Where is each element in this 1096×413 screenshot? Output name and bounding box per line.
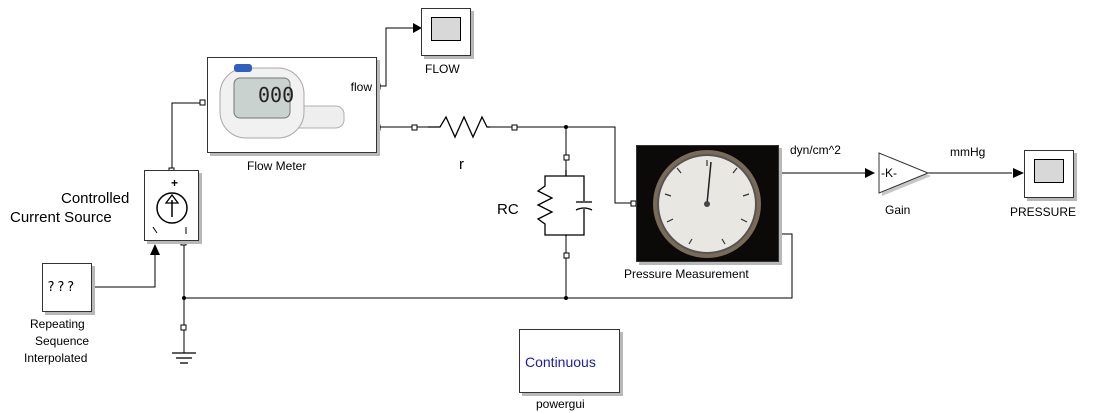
ground-symbol xyxy=(172,353,196,363)
junction-dot xyxy=(182,296,186,300)
repeating-label-2: Sequence xyxy=(35,334,89,348)
current-source-label-2: Current Source xyxy=(10,209,112,226)
flow-scope-block[interactable] xyxy=(421,8,471,56)
flow-meter-reading: 000 xyxy=(258,83,294,107)
flow-meter-block[interactable]: flow 000 xyxy=(207,57,377,153)
repeating-sequence-block[interactable]: ??? xyxy=(42,263,92,312)
gain-output-label: mmHg xyxy=(950,145,985,159)
powergui-mode: Continuous xyxy=(525,354,596,370)
pressure-scope-screen xyxy=(1034,159,1064,183)
port xyxy=(564,253,569,258)
resistor-symbol xyxy=(428,117,490,137)
port xyxy=(412,125,417,130)
powergui-label: powergui xyxy=(536,397,585,411)
port xyxy=(564,155,569,160)
rc-label: RC xyxy=(497,201,519,218)
gain-label: Gain xyxy=(885,203,910,217)
pressure-scope-label: PRESSURE xyxy=(1010,205,1076,219)
wire-repeating-to-source xyxy=(92,255,155,287)
port xyxy=(200,100,205,105)
controlled-current-source-block[interactable]: + xyxy=(144,170,199,241)
junction-dot xyxy=(564,296,568,300)
pressure-measurement-block[interactable] xyxy=(636,145,779,262)
repeating-label-1: Repeating xyxy=(30,317,85,331)
wire-flow-to-scope xyxy=(378,28,413,86)
flow-port-label: flow xyxy=(351,80,372,94)
pressure-scope-block[interactable] xyxy=(1024,150,1074,198)
flow-scope-label: FLOW xyxy=(425,62,460,76)
flow-meter-label: Flow Meter xyxy=(247,159,306,173)
port xyxy=(512,125,517,130)
wire-source-to-flowmeter xyxy=(172,103,203,170)
port xyxy=(181,325,186,330)
powergui-block[interactable]: Continuous xyxy=(519,329,620,393)
current-source-label-1: Controlled xyxy=(61,190,129,207)
resistor-label: r xyxy=(459,156,464,173)
pressure-signal-label: dyn/cm^2 xyxy=(790,143,841,157)
arrow-pressure-scope xyxy=(1013,168,1024,178)
repeating-icon-text: ??? xyxy=(47,280,76,295)
repeating-label-3: Interpolated xyxy=(24,351,87,365)
flow-scope-screen xyxy=(431,17,461,41)
arrow-source-input xyxy=(150,244,160,255)
current-source-icon xyxy=(145,171,198,240)
gain-value: -K- xyxy=(881,166,897,180)
pressure-measurement-label: Pressure Measurement xyxy=(624,267,749,281)
junction-dot xyxy=(564,125,568,129)
rc-symbol xyxy=(538,170,592,236)
pressure-gauge-image xyxy=(637,146,778,261)
wire-resistor-to-junction xyxy=(490,127,633,203)
